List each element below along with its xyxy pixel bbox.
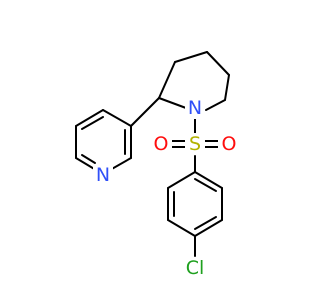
- atom-o-right: O: [222, 133, 237, 155]
- bond-pip-c5-c6: [224, 74, 230, 101]
- bond-pyr-pip: [130, 97, 160, 127]
- bond-ph-c6-c1: [167, 171, 196, 189]
- bond-pyr-double-1: [81, 116, 104, 130]
- atom-n-piperidine: N: [188, 97, 202, 119]
- cl-bg: [181, 257, 209, 279]
- bond-pip-c4-c5: [206, 51, 230, 76]
- bond-pip-n-c2: [158, 97, 187, 109]
- bond-pyr-double-3: [81, 154, 96, 164]
- bond-pyr-n-c1: [75, 157, 97, 171]
- n-piperidine-bg: [185, 97, 205, 119]
- o-left-bg: [150, 133, 172, 155]
- bond-pyr-c2-c3: [75, 109, 104, 127]
- bond-ph-c1-c2: [194, 171, 223, 189]
- atom-cl: Cl: [186, 257, 205, 279]
- bonds: [75, 51, 230, 257]
- bond-ph-c3-c4: [194, 219, 223, 237]
- bond-pip-c2-c3: [158, 61, 176, 99]
- bond-ph-c4-c5: [167, 219, 196, 237]
- bond-pip-c3-c4: [174, 51, 208, 63]
- bond-pyr-c5-n: [109, 157, 132, 171]
- atom-n-pyridine: N: [96, 164, 110, 186]
- atom-o-left: O: [154, 133, 169, 155]
- bond-pip-c6-n: [205, 99, 226, 111]
- bond-ph-double-1: [194, 178, 217, 192]
- bond-pyr-c3-c4: [102, 109, 132, 127]
- s-sulfonyl-bg: [185, 133, 205, 155]
- n-pyridine-bg: [93, 164, 113, 186]
- bond-ph-double-2: [194, 216, 217, 230]
- atom-labels: N N S O O Cl: [93, 97, 240, 279]
- o-right-bg: [218, 133, 240, 155]
- atom-s-sulfonyl: S: [189, 133, 201, 155]
- chemical-structure: N N S O O Cl: [75, 51, 240, 279]
